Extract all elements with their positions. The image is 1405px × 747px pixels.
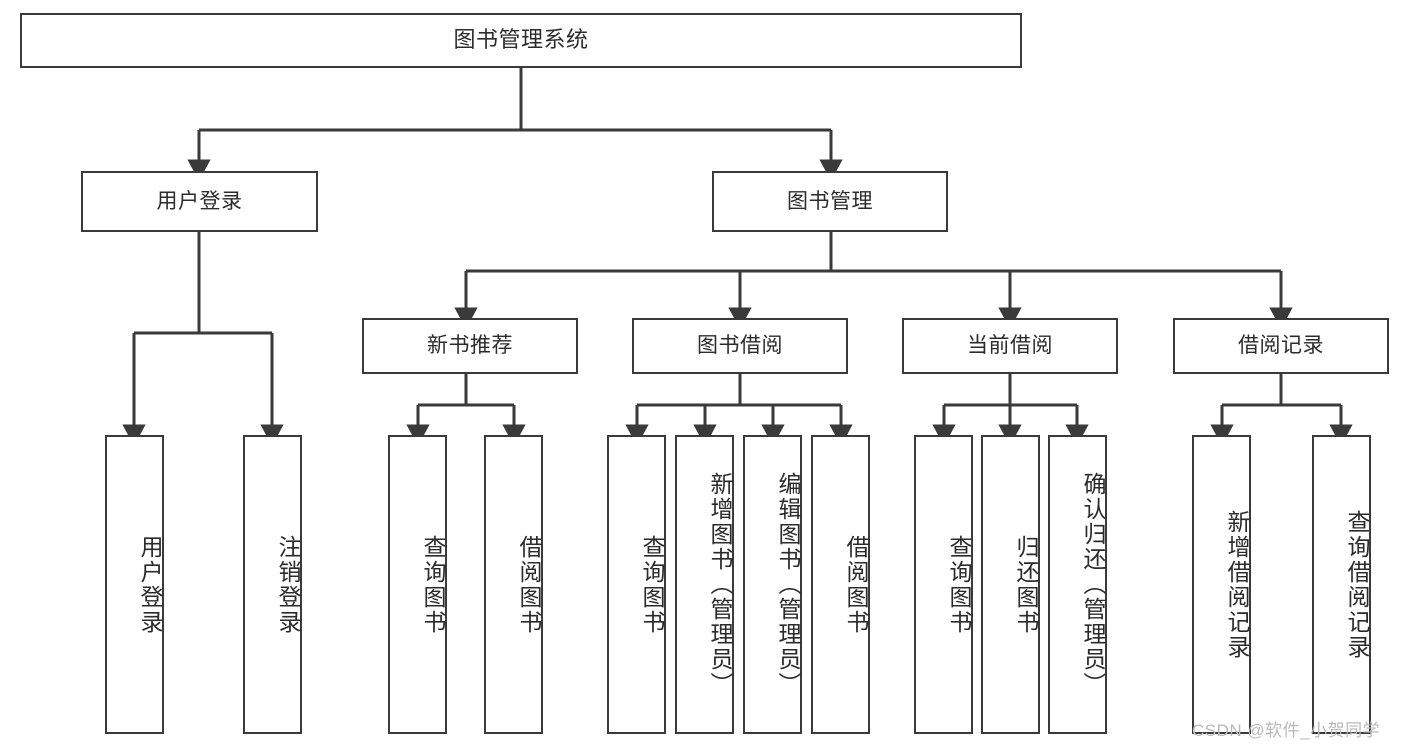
node-label: 新增借阅记录 — [1224, 509, 1250, 660]
leaf-record-add-borrow-record[interactable]: 新增借阅记录 — [1192, 435, 1251, 734]
leaf-user-logout[interactable]: 注销登录 — [243, 435, 302, 734]
leaf-record-query-borrow-record[interactable]: 查询借阅记录 — [1312, 435, 1371, 734]
node-label: 注销登录 — [275, 534, 301, 635]
node-label: 当前借阅 — [967, 334, 1053, 358]
node-label: 查询图书 — [420, 534, 446, 635]
leaf-current-return-book[interactable]: 归还图书 — [981, 435, 1040, 734]
node-label: 借阅图书 — [516, 534, 542, 635]
node-new-book-recommend[interactable]: 新书推荐 — [362, 318, 578, 374]
node-root-book-management-system[interactable]: 图书管理系统 — [20, 13, 1022, 68]
node-borrow-record[interactable]: 借阅记录 — [1173, 318, 1389, 374]
leaf-borrow-edit-book-admin[interactable]: 编辑图书（管理员） — [743, 435, 802, 734]
node-label: 图书借阅 — [697, 334, 783, 358]
node-book-borrow[interactable]: 图书借阅 — [632, 318, 848, 374]
leaf-recommend-borrow-book[interactable]: 借阅图书 — [484, 435, 543, 734]
node-label: 图书管理 — [787, 189, 873, 213]
node-label: 借阅记录 — [1238, 334, 1324, 358]
node-label: 新增图书（管理员） — [707, 472, 733, 697]
node-label: 查询借阅记录 — [1344, 509, 1370, 660]
node-book-management[interactable]: 图书管理 — [712, 171, 948, 232]
node-user-login[interactable]: 用户登录 — [81, 171, 318, 232]
leaf-user-login[interactable]: 用户登录 — [105, 435, 164, 734]
leaf-current-query-book[interactable]: 查询图书 — [914, 435, 973, 734]
node-label: 图书管理系统 — [453, 27, 589, 53]
csdn-watermark: CSDN @软件_小贺同学 — [1192, 721, 1381, 740]
node-current-borrow[interactable]: 当前借阅 — [902, 318, 1118, 374]
leaf-borrow-borrow-book[interactable]: 借阅图书 — [811, 435, 870, 734]
node-label: 用户登录 — [137, 534, 163, 635]
node-label: 新书推荐 — [427, 334, 513, 358]
node-label: 编辑图书（管理员） — [775, 472, 801, 697]
node-label: 归还图书 — [1013, 534, 1039, 635]
leaf-recommend-query-book[interactable]: 查询图书 — [388, 435, 447, 734]
leaf-borrow-query-book[interactable]: 查询图书 — [607, 435, 666, 734]
leaf-current-confirm-return-admin[interactable]: 确认归还（管理员） — [1048, 435, 1107, 734]
node-label: 查询图书 — [946, 534, 972, 635]
node-label: 确认归还（管理员） — [1080, 472, 1106, 697]
leaf-borrow-add-book-admin[interactable]: 新增图书（管理员） — [675, 435, 734, 734]
node-label: 借阅图书 — [843, 534, 869, 635]
node-label: 用户登录 — [156, 189, 243, 213]
node-label: 查询图书 — [639, 534, 665, 635]
